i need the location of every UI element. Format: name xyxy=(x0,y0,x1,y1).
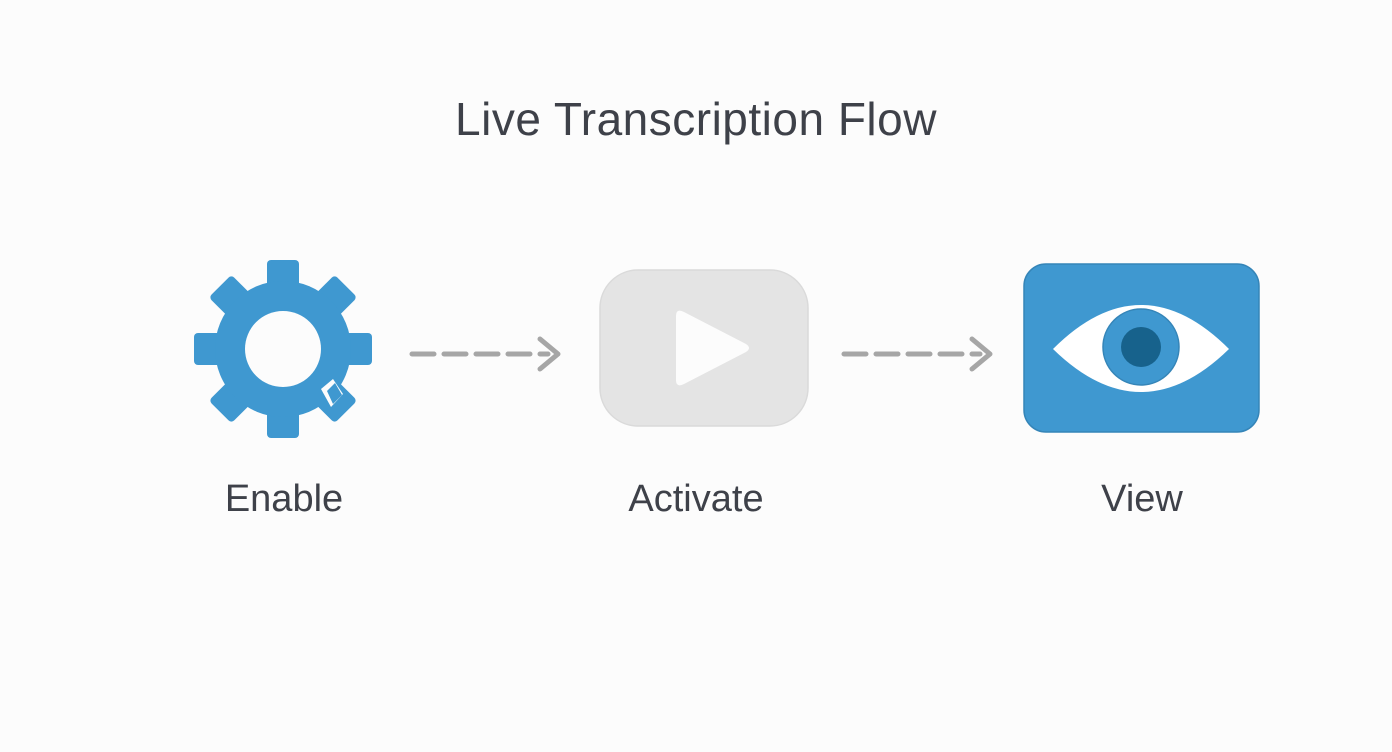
dashed-arrow-icon xyxy=(840,334,1000,379)
eye-icon xyxy=(1023,263,1260,433)
step-label-enable: Enable xyxy=(224,478,344,520)
step-label-view: View xyxy=(1101,478,1183,520)
step-label-activate: Activate xyxy=(628,478,764,520)
dashed-arrow-icon xyxy=(408,334,568,379)
gear-icon xyxy=(192,260,374,438)
diagram-title: Live Transcription Flow xyxy=(455,93,937,145)
play-button-icon xyxy=(598,268,810,428)
